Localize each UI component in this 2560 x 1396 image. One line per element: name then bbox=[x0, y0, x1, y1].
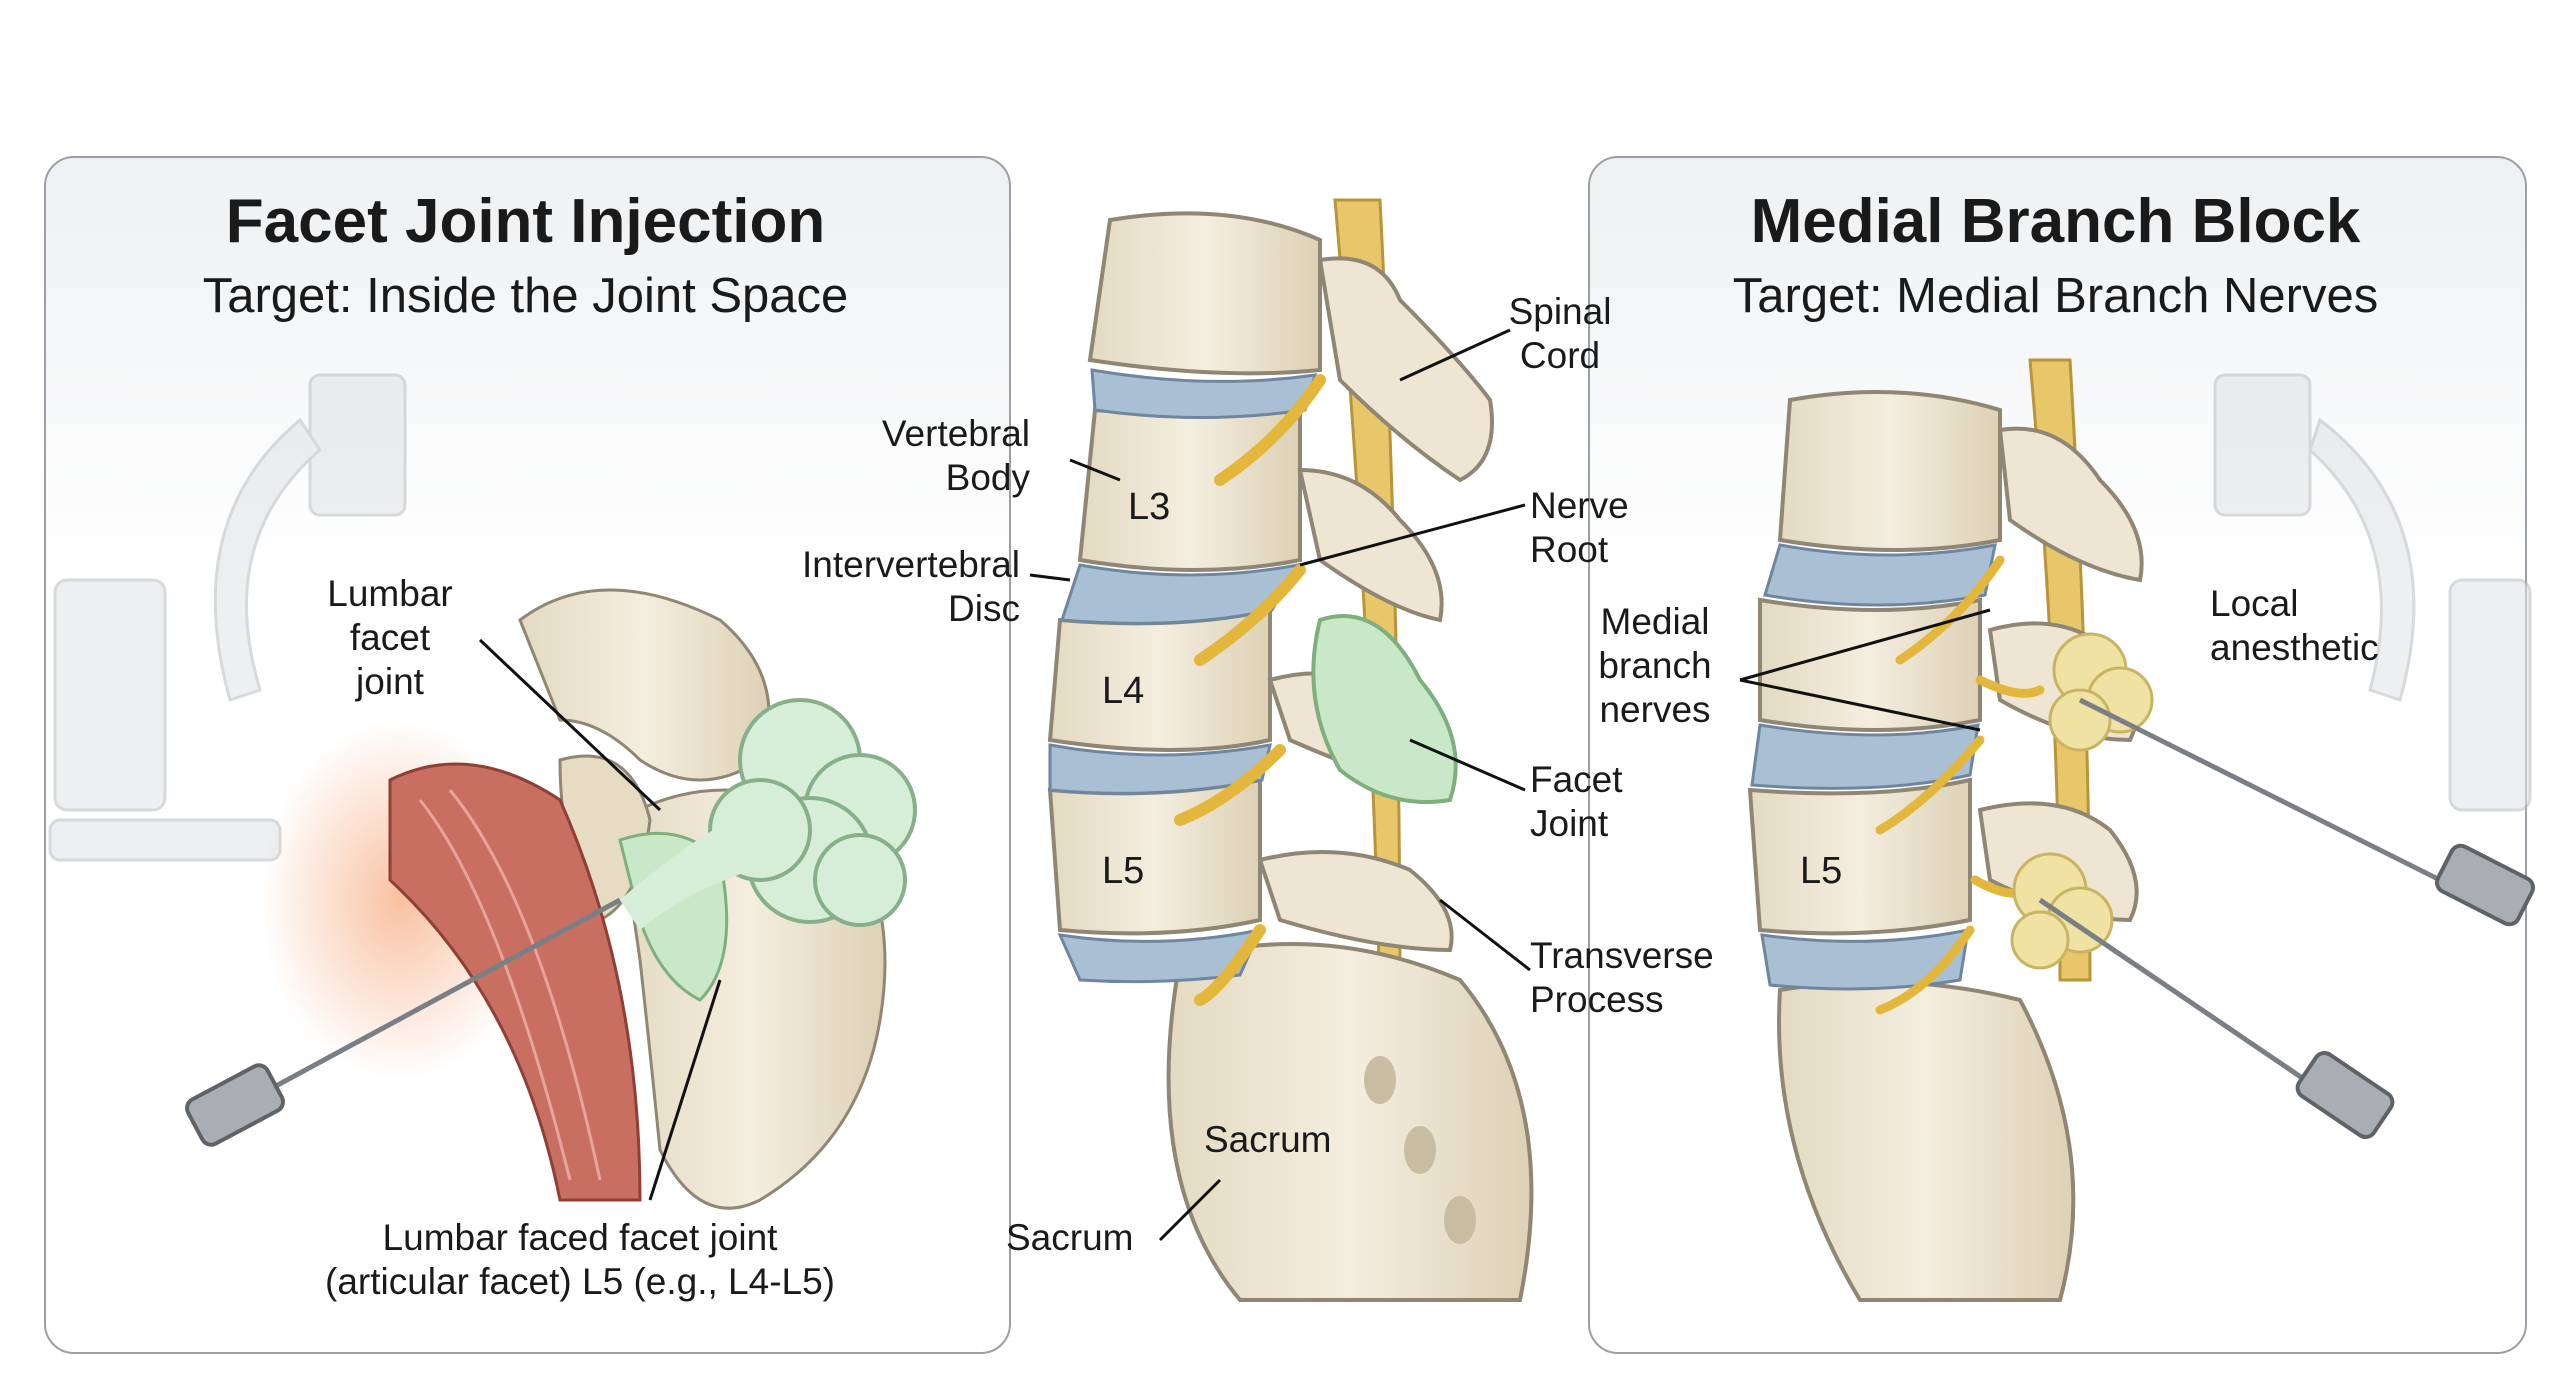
right-panel-title: Medial Branch Block bbox=[1750, 187, 2361, 256]
left-panel-subtitle: Target: Inside the Joint Space bbox=[202, 269, 849, 323]
label-nerve-root: Nerve Root bbox=[1530, 485, 1629, 570]
label-facet-joint: Facet Joint bbox=[1530, 759, 1623, 844]
intervertebral-discs bbox=[1048, 368, 1318, 984]
right-panel-subtitle: Target: Medial Branch Nerves bbox=[1732, 269, 2379, 323]
needles-right bbox=[2038, 697, 2535, 1140]
label-vertebral-body: Vertebral Body bbox=[881, 413, 1030, 498]
needle-left bbox=[185, 897, 622, 1147]
label-medial-branch-nerves: Medial branch nerves bbox=[1598, 601, 1712, 730]
label-spinal-cord: Spinal Cord bbox=[1508, 291, 1612, 376]
leader-bottom-left bbox=[648, 979, 722, 1201]
left-panel-title: Facet Joint Injection bbox=[225, 187, 826, 256]
label-intervertebral-disc: Intervertebral Disc bbox=[802, 544, 1020, 629]
label-lumbar-facet-joint: Lumbar facet joint bbox=[327, 573, 453, 702]
label-local-anesthetic: Local anesthetic bbox=[2210, 583, 2379, 668]
injectate-cloud-left bbox=[620, 698, 917, 930]
label-sacrum-outer: Sacrum bbox=[1006, 1217, 1134, 1258]
center-leader-lines bbox=[1029, 328, 1531, 1242]
label-sacrum-inner: Sacrum bbox=[1204, 1119, 1332, 1160]
leader-lumbar-facet-joint bbox=[478, 638, 662, 812]
fluoroscope-right bbox=[2213, 373, 2532, 812]
vertebra-label-l3: L3 bbox=[1128, 486, 1171, 528]
vertebra-label-l4: L4 bbox=[1102, 670, 1145, 712]
muscle-left bbox=[388, 762, 642, 1202]
vertebra-label-l5: L5 bbox=[1102, 850, 1145, 892]
sacral-foramina bbox=[1364, 1056, 1476, 1244]
label-transverse-process: Transverse Process bbox=[1530, 935, 1714, 1020]
right-leader-lines bbox=[1739, 608, 1991, 732]
facet-joint-highlight bbox=[1311, 614, 1458, 804]
nerve-roots-center bbox=[1174, 374, 1326, 1006]
label-lumbar-faced-facet-joint: Lumbar faced facet joint (articular face… bbox=[325, 1217, 835, 1302]
fluoroscope-left bbox=[48, 373, 407, 862]
discs-right bbox=[1750, 543, 1997, 991]
vertebra-label-l5-right: L5 bbox=[1800, 850, 1843, 892]
vertebrae-right bbox=[1747, 390, 2076, 1302]
anesthetic-clouds-right bbox=[2010, 632, 2154, 970]
